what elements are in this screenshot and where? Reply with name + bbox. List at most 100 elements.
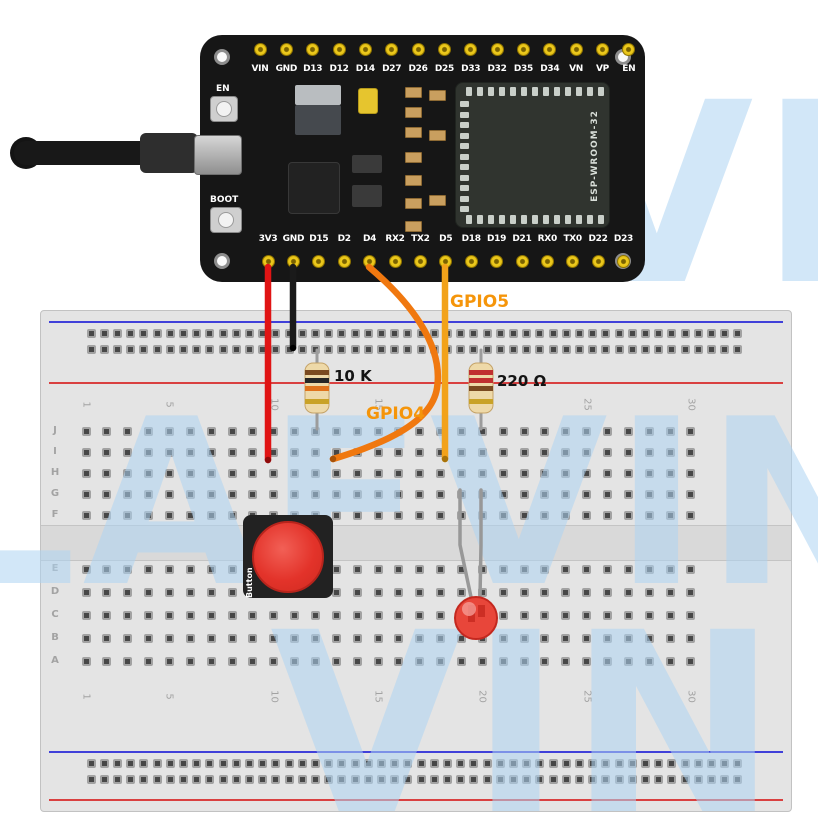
breadboard-hole	[389, 774, 399, 784]
breadboard-hole	[587, 344, 597, 354]
breadboard-hole	[603, 564, 612, 574]
breadboard-hole	[352, 426, 362, 436]
smd-component	[405, 221, 422, 232]
breadboard-hole	[415, 633, 425, 643]
esp-pin-bottom-D18	[464, 255, 478, 268]
breadboard-hole	[666, 758, 676, 768]
breadboard-hole	[144, 564, 154, 574]
breadboard-hole	[164, 564, 174, 574]
breadboard-hole	[498, 633, 508, 643]
module-pad	[565, 215, 571, 224]
breadboard-hole	[498, 587, 508, 597]
gpio5-annotation: GPIO5	[450, 292, 510, 312]
breadboard-hole	[206, 489, 216, 499]
breadboard-hole	[297, 774, 307, 784]
breadboard-hole	[352, 510, 362, 520]
breadboard-hole	[373, 510, 383, 520]
breadboard-hole	[732, 328, 742, 338]
breadboard-hole	[373, 610, 383, 620]
breadboard-hole	[719, 344, 729, 354]
breadboard-hole	[290, 468, 300, 478]
breadboard-hole	[561, 758, 571, 768]
breadboard-hole	[574, 344, 584, 354]
micro-usb-port	[194, 135, 242, 175]
bottom-rail-red-line	[49, 799, 783, 801]
breadboard-hole	[248, 610, 258, 620]
breadboard-hole	[191, 758, 201, 768]
breadboard-hole	[686, 587, 696, 597]
breadboard-hole	[468, 344, 478, 354]
breadboard-hole	[415, 426, 425, 436]
esp-wroom-32-label: ESP-WROOM-32	[590, 110, 600, 202]
breadboard-hole	[284, 758, 294, 768]
esp-pin-bottom-TX0	[566, 255, 580, 268]
esp-pin-top-D13	[306, 43, 320, 56]
breadboard-hole	[81, 633, 91, 643]
esp-pin-bottom-3V3	[261, 255, 275, 268]
breadboard-hole	[582, 656, 592, 666]
breadboard-hole	[102, 426, 112, 436]
breadboard-hole	[603, 633, 612, 643]
breadboard-hole	[227, 564, 237, 574]
esp-pin-top-D25	[437, 43, 451, 56]
usb-cable	[14, 141, 154, 165]
breadboard-hole	[178, 328, 188, 338]
breadboard-hole	[603, 510, 612, 520]
breadboard-hole	[519, 447, 529, 457]
breadboard-hole	[402, 758, 412, 768]
breadboard-hole	[534, 774, 544, 784]
mounting-hole	[214, 253, 230, 269]
breadboard-hole	[429, 344, 439, 354]
breadboard-hole	[686, 489, 696, 499]
breadboard-hole	[732, 344, 742, 354]
breadboard-hole	[331, 633, 341, 643]
breadboard-hole	[206, 447, 216, 457]
esp-pin-label-bottom-D19: D19	[486, 234, 507, 244]
breadboard-hole	[477, 510, 487, 520]
breadboard-hole	[352, 633, 362, 643]
breadboard-hole	[436, 489, 446, 499]
breadboard-hole	[394, 587, 404, 597]
breadboard-hole	[600, 758, 610, 768]
breadboard-hole	[336, 774, 346, 784]
esp-pin-top-VIN	[253, 43, 267, 56]
breadboard-hole	[442, 328, 452, 338]
module-pad	[532, 87, 538, 96]
row-letter-J: J	[53, 425, 57, 436]
breadboard-hole	[144, 510, 154, 520]
breadboard-hole	[603, 447, 612, 457]
breadboard-hole	[248, 489, 258, 499]
breadboard-hole	[582, 610, 592, 620]
breadboard-hole	[331, 489, 341, 499]
breadboard-hole	[456, 633, 466, 643]
esp-pin-top-VP	[596, 43, 610, 56]
breadboard-hole	[269, 468, 279, 478]
module-pad	[460, 143, 469, 149]
breadboard-hole	[152, 774, 162, 784]
breadboard-hole	[290, 489, 300, 499]
breadboard-hole	[227, 447, 237, 457]
breadboard-hole	[498, 447, 508, 457]
breadboard-hole	[644, 468, 654, 478]
breadboard-hole	[373, 564, 383, 574]
esp-pin-label-top-D26: D26	[408, 64, 428, 74]
breadboard-hole	[436, 633, 446, 643]
module-pad	[532, 215, 538, 224]
breadboard-hole	[269, 633, 279, 643]
breadboard-hole	[99, 774, 109, 784]
breadboard-hole	[144, 656, 154, 666]
breadboard-hole	[185, 656, 195, 666]
breadboard-hole	[86, 328, 96, 338]
esp-pin-bottom-TX2	[413, 255, 427, 268]
breadboard-hole	[204, 774, 214, 784]
esp-pin-label-bottom-RX2: RX2	[385, 234, 405, 244]
breadboard-hole	[123, 564, 133, 574]
breadboard-hole	[561, 610, 571, 620]
breadboard-hole	[178, 758, 188, 768]
breadboard-hole	[297, 328, 307, 338]
esp-pin-label-bottom-D2: D2	[337, 234, 351, 244]
usb-connector-housing	[140, 133, 198, 173]
en-button-cap	[216, 101, 232, 117]
breadboard-hole	[665, 633, 675, 643]
breadboard-hole	[603, 468, 612, 478]
